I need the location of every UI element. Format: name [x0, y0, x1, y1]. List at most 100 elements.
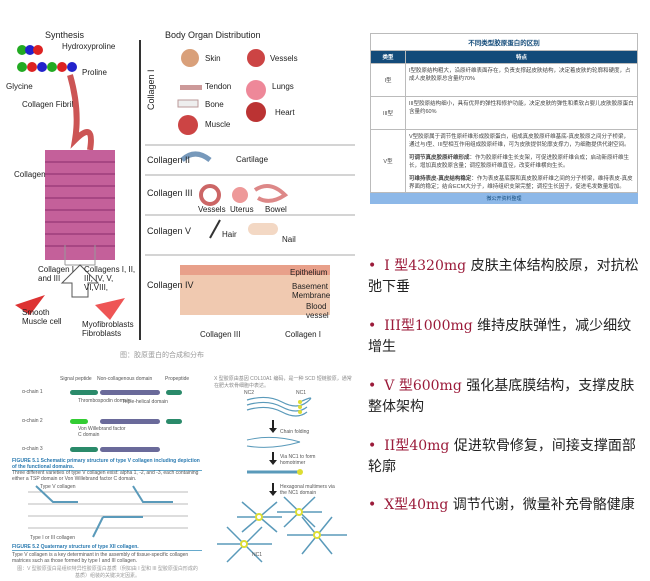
collagens-list-label: Collagens I, II, III, IV, V, VI,VIII,: [84, 265, 136, 292]
bullet-text: 皮肤主体结构胶原，对抗松弛下垂: [368, 258, 639, 295]
bullet-item: •III型1000mg 维持皮肤弹性，减少细纹增生: [368, 318, 632, 355]
distribution-title: Body Organ Distribution: [165, 30, 261, 40]
myofibroblasts-label: Myofibroblasts Fibroblasts: [82, 320, 134, 338]
domain-label: Triple-helical domain: [122, 399, 168, 405]
chain-label: α-chain 1: [22, 389, 43, 395]
bullet-text: 调节代谢，微量补充骨骼健康: [448, 497, 635, 513]
organ-label: Muscle: [205, 120, 231, 129]
chain-bar: [100, 419, 160, 424]
type-cell: V型: [370, 129, 406, 193]
group-collagen-iv: Collagen IV: [147, 280, 194, 290]
point-text: ：作为表皮基底膜和真皮胶原纤维之间的分子桥梁，维持表皮-真皮界面的稳定；结合EC…: [409, 176, 633, 190]
group-collagen-i: Collagen I: [146, 69, 156, 110]
organ-label: Bone: [205, 100, 224, 109]
table-row: V型 V型胶原属于调节性原纤维形成胶原蛋白，组成真皮胶原纤维基底-真皮胶原之间分…: [370, 129, 638, 193]
diagram-label: NC1: [252, 552, 263, 558]
collagen-diagram: [15, 40, 355, 340]
domain-label: Signal peptide: [60, 376, 92, 382]
bullet-text: 促进软骨修复，间接支撑面部轮廓: [368, 438, 636, 475]
chain-label: α-chain 3: [22, 446, 43, 452]
bullet-item: •II型40mg 促进软骨修复，间接支撑面部轮廓: [368, 438, 636, 475]
layer-label: Collagen III: [200, 330, 241, 339]
collagen-1-3-label: Collagen I and III: [38, 265, 75, 283]
diagram-label: Via NC1 to form homotrimer: [280, 454, 316, 466]
type-cell: III型: [370, 96, 406, 130]
chain-bar: [100, 447, 160, 452]
chain-bar: [166, 390, 182, 395]
organ-label: Vessels: [198, 205, 226, 214]
chain-bar: [70, 419, 88, 424]
domain-label: Thrombospodin domain: [78, 398, 131, 404]
homotrimer-diagram: [217, 396, 347, 563]
bullet-item: •V 型600mg 强化基底膜结构，支撑皮肤整体架构: [368, 378, 635, 415]
bullet-item: •I 型4320mg 皮肤主体结构胶原，对抗松弛下垂: [368, 258, 639, 295]
diagram-label: NC1: [296, 390, 307, 396]
bullet-highlight: X型40mg: [384, 497, 449, 513]
point-title: 可维持表皮-真皮结构稳定: [409, 176, 472, 182]
organ-label: Uterus: [230, 205, 254, 214]
chain-bar: [70, 447, 98, 452]
organ-label: Skin: [205, 54, 221, 63]
table-header: 类型: [370, 50, 406, 64]
domain-label: Propeptide: [165, 376, 190, 382]
diagram-label: NC2: [244, 390, 255, 396]
diagram-label: Type V collagen: [40, 484, 76, 490]
collagen-fibril-label: Collagen Fibril: [22, 100, 74, 109]
table-footer: 微公开资料整理: [370, 193, 638, 204]
figure-title: FIGURE 5.2 Quaternary structure of type …: [12, 544, 202, 551]
figure-caption: 图：V 型胶原蛋白是组织特异性胶原蛋白基质（例如由 I 型和 III 型胶原蛋白…: [17, 566, 198, 579]
hydroxyproline-label: Hydroxyproline: [62, 42, 116, 51]
glycine-label: Glycine: [6, 82, 33, 91]
fibril-assembly-diagram: [28, 485, 188, 538]
chain-bar: [100, 390, 160, 395]
layer-label: Collagen I: [285, 330, 322, 339]
bullet-highlight: I 型4320mg: [384, 258, 467, 274]
collagen-label: Collagen: [14, 170, 46, 179]
organ-label: Tendon: [205, 82, 232, 91]
domain-label: Non-collagenous domain: [97, 376, 153, 382]
desc-cell: I型胶原结构粗大，沿原纤维表面存在，负责支撑起皮肤结构，决定着皮肤的轮廓和硬度，…: [405, 63, 638, 97]
figure-note: X 型胶原由基因 COL10A1 编码，是一种 SCD 短链胶原，通常在肥大软骨…: [214, 376, 352, 389]
bullet-highlight: II型40mg: [384, 438, 450, 454]
type-cell: I型: [370, 63, 406, 97]
table-title: 不同类型胶原蛋白的区别: [370, 33, 638, 50]
organ-label: Nail: [282, 235, 296, 244]
organ-label: Bowel: [265, 205, 287, 214]
layer-label: Epithelium: [290, 268, 328, 277]
bullet-item: •X型40mg 调节代谢，微量补充骨骼健康: [368, 497, 635, 513]
table-header: 特点: [405, 50, 638, 64]
desc-cell: V型胶原属于调节性原纤维形成胶原蛋白，组成真皮胶原纤维基底-真皮胶原之间分子桥梁…: [409, 134, 630, 148]
bullet-text: 强化基底膜结构，支撑皮肤整体架构: [368, 378, 635, 415]
smooth-muscle-label: Smooth Muscle cell: [22, 308, 62, 326]
point-title: 可调节真皮胶原纤维形成: [409, 155, 470, 161]
domain-label: Von Willebrand factor C domain: [78, 426, 126, 438]
organ-label: Cartilage: [236, 155, 269, 164]
group-collagen-iii: Collagen III: [147, 188, 193, 198]
organ-label: Lungs: [272, 82, 294, 91]
figure-text: Type V collagen is a key determinant in …: [12, 552, 189, 564]
diagram-label: Hexagonal multimers via the NC1 domain: [280, 484, 335, 496]
chain-label: α-chain 2: [22, 418, 43, 424]
layer-label: Basement Membrane: [292, 282, 331, 300]
group-collagen-v: Collagen V: [147, 226, 192, 236]
type-x-figure: X 型胶原由基因 COL10A1 编码，是一种 SCD 短链胶原，通常在肥大软骨…: [212, 372, 362, 581]
diagram-label: Chain folding: [280, 429, 310, 435]
figure-caption: 图：胶原蛋白的合成和分布: [120, 352, 204, 359]
organ-label: Hair: [222, 230, 237, 239]
group-collagen-ii: Collagen II: [147, 155, 191, 165]
point-text: ：作为胶原纤维生长支架，可促进胶原纤维合成；启动新原纤维生长，增加真皮胶原含量；…: [409, 155, 630, 169]
bullet-highlight: III型1000mg: [384, 318, 473, 334]
synthesis-title: Synthesis: [45, 30, 85, 40]
type-v-figure: Signal peptide Non-collagenous domain Pr…: [0, 372, 210, 581]
layer-label: Blood vessel: [306, 302, 329, 320]
proline-label: Proline: [82, 68, 107, 77]
diagram-label: Type I or III collagen: [30, 535, 76, 541]
bullet-highlight: V 型600mg: [384, 378, 462, 394]
organ-label: Heart: [275, 108, 295, 117]
chain-bar: [70, 390, 98, 395]
figure-title: FIGURE 5.1 Schematic primary structure o…: [12, 458, 202, 471]
figure-text: Three different varieties of type V coll…: [12, 470, 199, 482]
